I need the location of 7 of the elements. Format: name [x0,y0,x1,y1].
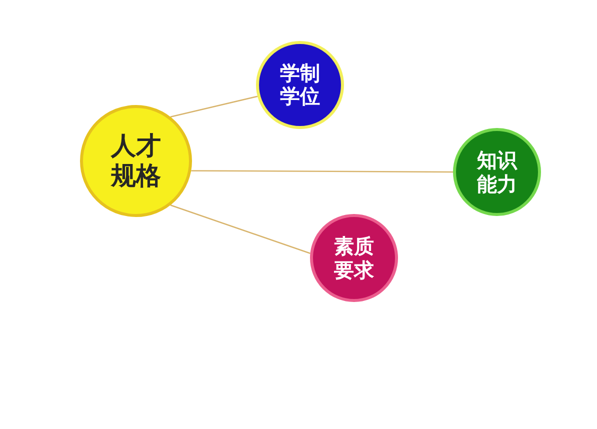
node-label: 素质要求 [333,234,375,282]
node-label: 人才规格 [110,131,162,191]
node-label: 学制学位 [279,62,321,108]
node-label: 知识能力 [476,148,518,196]
connector-line [170,204,310,254]
connector-line [170,96,258,118]
connector-line [191,170,453,173]
